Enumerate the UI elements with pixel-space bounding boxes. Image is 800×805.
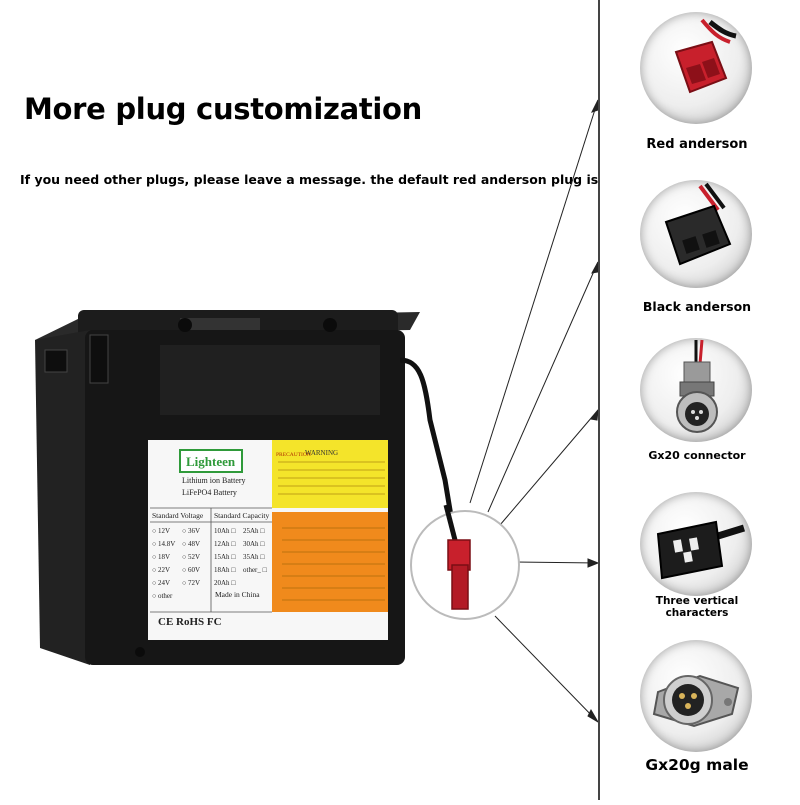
voltage-option: ○ 60V	[182, 566, 200, 574]
capacity-option: 25Ah □	[243, 527, 265, 535]
voltage-option: ○ 36V	[182, 527, 200, 535]
precaution-title: PRECAUTION	[276, 452, 311, 458]
connector-arrows	[469, 99, 600, 723]
voltage-option: ○ 22V	[152, 566, 170, 574]
plug-label-three-pin: Three vertical characters	[655, 595, 739, 619]
voltage-option: ○ 12V	[152, 527, 170, 535]
warning-title: WARNING	[305, 449, 338, 457]
made-in-label: Made in China	[215, 590, 260, 599]
capacity-option: 10Ah □	[214, 527, 236, 535]
capacity-option: 35Ah □	[243, 553, 265, 561]
page-title: More plug customization	[24, 92, 423, 126]
battery-type-1: Lithium ion Battery	[182, 476, 246, 485]
gx20g-male-icon	[640, 640, 752, 752]
red-anderson-zoom	[410, 504, 520, 620]
voltage-option: ○ 52V	[182, 553, 200, 561]
plug-option-black-anderson: Black anderson	[598, 170, 792, 330]
capacity-option: 12Ah □	[214, 540, 236, 548]
plug-option-gx20: Gx20 connector	[598, 328, 792, 480]
voltage-option: ○ other	[152, 592, 173, 600]
capacity-option: 15Ah □	[214, 553, 236, 561]
voltage-option: ○ 48V	[182, 540, 200, 548]
plug-option-gx20g-male: Gx20g male	[598, 628, 792, 800]
voltage-option: ○ 72V	[182, 579, 200, 587]
battery-cable	[399, 357, 458, 541]
battery-label-sticker: Lighteen Lithium ion Battery LiFePO4 Bat…	[148, 440, 388, 640]
voltage-option: ○ 18V	[152, 553, 170, 561]
capacity-option: 18Ah □	[214, 566, 236, 574]
cert-marks: CE RoHS FC	[158, 616, 222, 628]
plug-label-black-anderson: Black anderson	[642, 299, 752, 314]
plug-label-gx20: Gx20 connector	[648, 449, 746, 462]
plug-option-red-anderson: Red anderson	[598, 0, 792, 172]
capacity-option: 30Ah □	[243, 540, 265, 548]
plug-label-gx20g-male: Gx20g male	[645, 756, 749, 774]
capacity-option: 20Ah □	[214, 579, 236, 587]
voltage-header: Standard Voltage	[152, 511, 204, 520]
capacity-option: other_ □	[243, 566, 268, 574]
plug-label-red-anderson: Red anderson	[646, 137, 748, 152]
plug-option-three-pin: Three vertical characters	[598, 478, 792, 630]
voltage-option: ○ 24V	[152, 579, 170, 587]
black-anderson-icon	[640, 180, 752, 288]
brand-label: Lighteen	[186, 454, 236, 469]
capacity-header: Standard Capacity	[214, 511, 269, 520]
page-subtitle: If you need other plugs, please leave a …	[20, 172, 599, 187]
battery-type-2: LiFePO4 Battery	[182, 488, 237, 497]
gx20-connector-icon	[640, 338, 752, 442]
capacity-options: 10Ah □ 25Ah □ 12Ah □ 30Ah □ 15Ah □ 35Ah □ 18Ah…	[214, 527, 268, 587]
battery-illustration: Lighteen Lithium ion Battery LiFePO4 Bat…	[35, 99, 600, 723]
red-anderson-icon	[640, 12, 752, 124]
voltage-option: ○ 14.8V	[152, 540, 175, 548]
voltage-options: ○ 12V ○ 36V ○ 14.8V ○ 48V ○ 18V ○ 52V ○ 22V ○ 6…	[152, 527, 200, 600]
three-pin-plug-icon	[640, 492, 752, 596]
